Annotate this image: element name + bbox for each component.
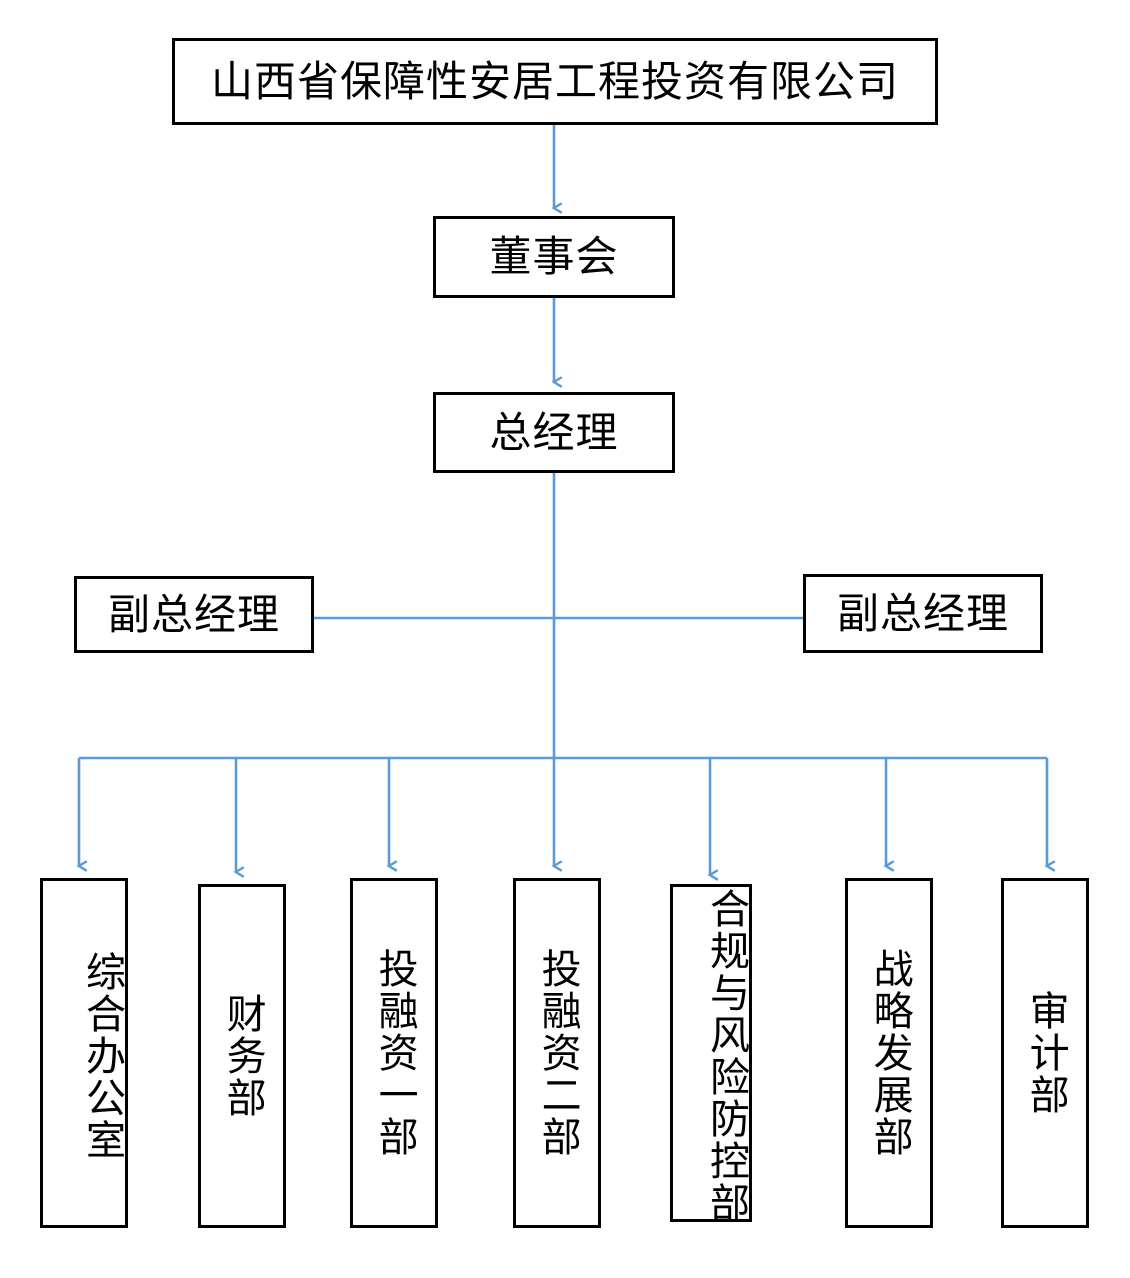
node-department-strategic-development-label: 战略发展部 xyxy=(866,948,913,1158)
node-deputy-general-manager-right[interactable]: 副总经理 xyxy=(803,574,1043,653)
node-general-manager-label: 总经理 xyxy=(489,407,619,457)
node-department-compliance-risk-control-label: 合规与风险防控部 xyxy=(703,888,749,1224)
node-department-finance[interactable]: 财务部 xyxy=(198,884,286,1228)
node-department-compliance-risk-control[interactable]: 合规与风险防控部 xyxy=(670,884,752,1224)
node-department-strategic-development[interactable]: 战略发展部 xyxy=(845,878,933,1228)
node-deputy-general-manager-right-label: 副总经理 xyxy=(836,588,1009,638)
node-deputy-general-manager-left[interactable]: 副总经理 xyxy=(74,576,314,653)
node-company-label: 山西省保障性安居工程投资有限公司 xyxy=(210,56,899,106)
node-board-of-directors-label: 董事会 xyxy=(489,232,619,281)
node-department-investment-financing-2[interactable]: 投融资二部 xyxy=(513,878,601,1228)
node-board-of-directors[interactable]: 董事会 xyxy=(433,216,675,298)
node-department-investment-financing-2-label: 投融资二部 xyxy=(534,948,581,1158)
node-department-general-office[interactable]: 综合办公室 xyxy=(40,878,128,1228)
node-department-general-office-label: 综合办公室 xyxy=(79,951,125,1161)
node-general-manager[interactable]: 总经理 xyxy=(433,392,675,473)
node-department-investment-financing-1[interactable]: 投融资一部 xyxy=(350,878,438,1228)
node-department-audit[interactable]: 审计部 xyxy=(1001,878,1089,1228)
node-company[interactable]: 山西省保障性安居工程投资有限公司 xyxy=(172,38,938,125)
node-department-audit-label: 审计部 xyxy=(1022,990,1069,1116)
node-deputy-general-manager-left-label: 副总经理 xyxy=(107,589,280,639)
node-department-investment-financing-1-label: 投融资一部 xyxy=(371,948,418,1158)
node-department-finance-label: 财务部 xyxy=(219,993,266,1119)
